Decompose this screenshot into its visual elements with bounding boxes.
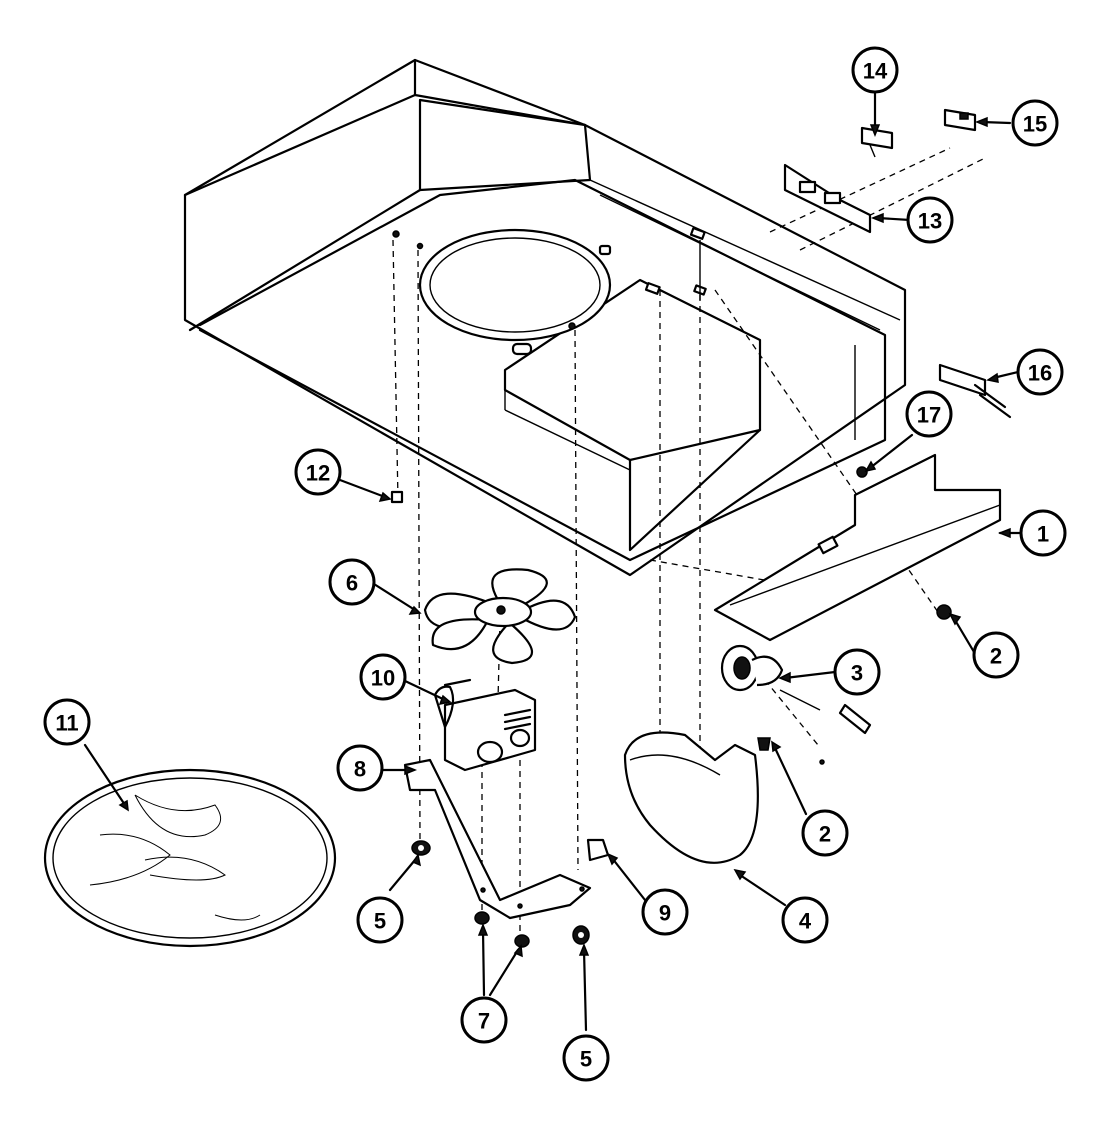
callout-label: 17 — [917, 403, 941, 428]
callout-7: 7 — [460, 996, 508, 1044]
callout-label: 11 — [55, 711, 78, 736]
callout-2b: 2 — [801, 809, 849, 857]
callout-label: 10 — [371, 666, 395, 691]
callout-label: 14 — [863, 59, 888, 84]
callout-16: 16 — [1016, 348, 1064, 396]
part-10-motor — [433, 678, 537, 772]
part-17-nut — [856, 466, 868, 478]
part-7-grommet-left — [474, 911, 490, 925]
callout-label: 8 — [354, 757, 366, 782]
callout-label: 15 — [1023, 112, 1047, 137]
part-2-screw-lower — [757, 737, 771, 751]
callout-8: 8 — [336, 744, 384, 792]
callout-6: 6 — [328, 558, 376, 606]
callout-5a: 5 — [356, 896, 404, 944]
part-12-screw — [390, 490, 404, 504]
part-15-switch — [943, 108, 977, 132]
callout-9: 9 — [641, 888, 689, 936]
callout-label: 4 — [799, 909, 812, 934]
callout-label: 16 — [1028, 361, 1052, 386]
part-11-grease-filter — [43, 768, 337, 948]
callout-11: 11 — [43, 698, 91, 746]
part-8-motor-bracket — [403, 758, 592, 920]
callout-label: 7 — [478, 1009, 490, 1034]
callout-label: 5 — [580, 1047, 592, 1072]
part-5-nut-left — [411, 840, 431, 856]
part-7-grommet-right — [514, 934, 530, 948]
callout-12: 12 — [294, 448, 342, 496]
part-3-lamp-socket — [720, 644, 872, 765]
callout-2a: 2 — [972, 631, 1020, 679]
callout-label: 2 — [990, 644, 1002, 669]
callout-5b: 5 — [562, 1034, 610, 1082]
callout-label: 13 — [918, 209, 942, 234]
callout-label: 3 — [851, 661, 863, 686]
callout-17: 17 — [905, 390, 953, 438]
callout-label: 9 — [659, 901, 671, 926]
part-14-switch — [860, 126, 894, 158]
callout-label: 5 — [374, 909, 386, 934]
part-5-nut-bottom — [572, 925, 590, 945]
range-hood-body — [183, 58, 907, 577]
part-6-fan-blade — [423, 568, 577, 665]
callout-13: 13 — [906, 196, 954, 244]
callout-1: 1 — [1019, 509, 1067, 557]
callout-15: 15 — [1011, 99, 1059, 147]
part-1-bracket — [713, 453, 1002, 642]
part-4-duct-cover — [623, 731, 759, 864]
part-2-screw-right — [936, 604, 952, 620]
callout-10: 10 — [359, 653, 407, 701]
callout-14: 14 — [851, 46, 899, 94]
part-9-clip — [586, 838, 610, 862]
callout-4: 4 — [781, 896, 829, 944]
callout-3: 3 — [833, 648, 881, 696]
callout-label: 12 — [306, 461, 330, 486]
callout-label: 2 — [819, 822, 831, 847]
part-13-switch-plate — [783, 163, 872, 234]
part-16-terminal — [938, 363, 1012, 419]
callout-label: 1 — [1037, 522, 1049, 547]
leader-lines — [83, 90, 1022, 1032]
callout-label: 6 — [346, 571, 358, 596]
